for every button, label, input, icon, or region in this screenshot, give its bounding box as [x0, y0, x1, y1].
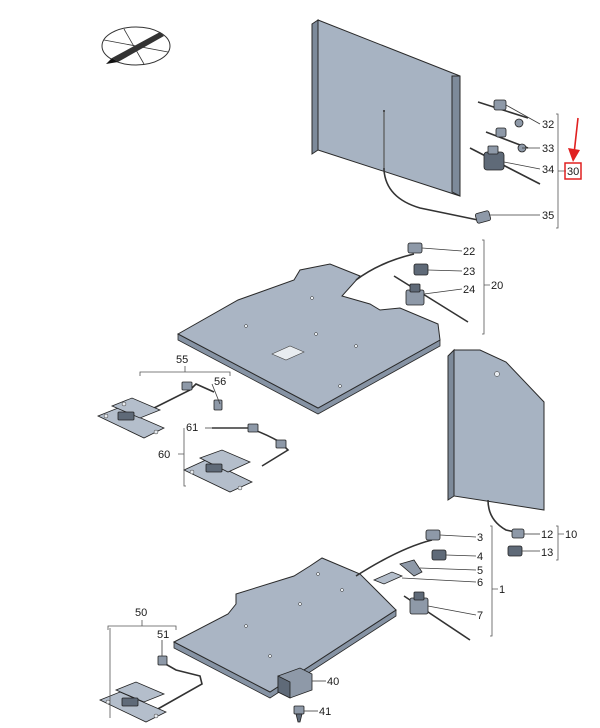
label-51: 51: [157, 629, 169, 641]
lower-floor-mat: [172, 539, 471, 699]
label-24: 24: [463, 284, 475, 296]
label-1: 1: [499, 584, 505, 596]
label-20: 20: [491, 280, 503, 292]
label-5: 5: [477, 565, 483, 577]
label-13: 13: [541, 547, 553, 559]
seat-rail-assembly-50: [99, 655, 203, 723]
label-4: 4: [477, 551, 483, 563]
connector-parts-22-24: [405, 242, 429, 306]
middle-floor-mat: [176, 253, 469, 415]
pencil-ellipse-logo-icon: [101, 26, 171, 66]
clip-parts-32-34: [469, 99, 541, 185]
label-23: 23: [463, 266, 475, 278]
connector-parts-3-7: [372, 529, 447, 615]
label-60: 60: [158, 449, 170, 461]
highlight-box: [564, 162, 582, 180]
module-parts-40-41: [277, 667, 313, 723]
label-7: 7: [477, 610, 483, 622]
connector-parts-12-13: [507, 528, 525, 557]
label-50: 50: [135, 607, 147, 619]
seat-rail-assembly-60: [183, 423, 290, 493]
label-41: 41: [319, 706, 331, 718]
label-30: 30: [567, 166, 579, 178]
right-backrest-panel: [447, 348, 545, 535]
label-12: 12: [541, 529, 553, 541]
label-32: 32: [542, 119, 554, 131]
label-6: 6: [477, 577, 483, 589]
label-3: 3: [477, 532, 483, 544]
label-40: 40: [327, 676, 339, 688]
label-55: 55: [176, 354, 188, 366]
red-arrow-down-icon: [568, 117, 580, 162]
label-56: 56: [214, 376, 226, 388]
upper-backrest-panel: [311, 19, 492, 224]
label-61: 61: [186, 422, 198, 434]
label-34: 34: [542, 164, 554, 176]
label-33: 33: [542, 143, 554, 155]
label-35: 35: [542, 210, 554, 222]
label-22: 22: [463, 246, 475, 258]
label-10: 10: [565, 529, 577, 541]
seat-rail-assembly-55: [97, 381, 223, 439]
